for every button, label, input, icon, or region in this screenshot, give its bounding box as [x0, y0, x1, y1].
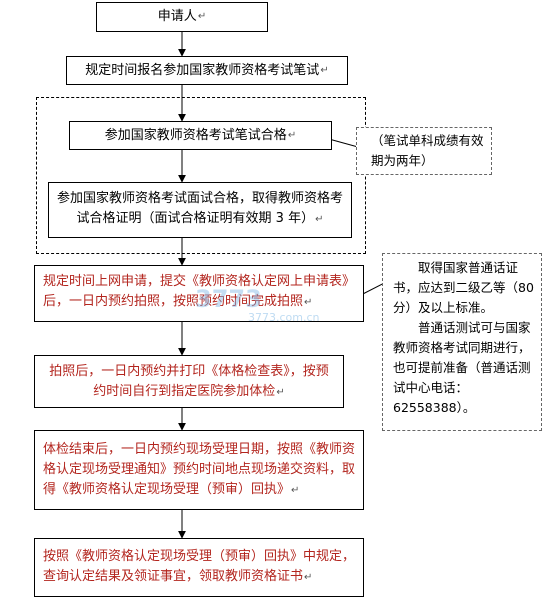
node-online-apply-text: 规定时间上网申请，提交《教师资格认定网上申请表》后，一日内预约拍照，按照预约时间…	[43, 274, 356, 309]
node-onsite-accept: 体检结束后，一日内预约现场受理日期，按照《教师资格认定现场受理通知》预约时间地点…	[34, 430, 364, 510]
exam-group-outline	[36, 97, 366, 254]
node-online-apply: 规定时间上网申请，提交《教师资格认定网上申请表》后，一日内预约拍照，按照预约时间…	[34, 265, 364, 322]
node-onsite-accept-text: 体检结束后，一日内预约现场受理日期，按照《教师资格认定现场受理通知》预约时间地点…	[43, 442, 356, 497]
node-register-text: 规定时间报名参加国家教师资格考试笔试	[85, 62, 320, 78]
node-health-check: 拍照后，一日内预约并打印《体格检查表》，按预约时间自行到指定医院参加体检↵	[34, 355, 344, 408]
watermark-url: 3773.com.cn	[248, 311, 320, 324]
node-certificate: 按照《教师资格认定现场受理（预审）回执》中规定，查询认定结果及领证事宜，领取教师…	[34, 538, 364, 597]
node-health-check-text: 拍照后，一日内预约并打印《体格检查表》，按预约时间自行到指定医院参加体检	[49, 364, 329, 399]
node-interview-pass: 参加国家教师资格考试面试合格，取得教师资格考试合格证明（面试合格证明有效期 3 …	[48, 182, 352, 238]
node-written-pass-text: 参加国家教师资格考试笔试合格	[104, 127, 287, 143]
note-written-validity-text: （笔试单科成绩有效期为两年）	[371, 133, 484, 168]
note-mandarin: 取得国家普通话证书，应达到二级乙等（80 分）及以上标准。 普通话测试可与国家教…	[382, 253, 542, 431]
note-written-validity: （笔试单科成绩有效期为两年）	[356, 127, 492, 175]
node-written-pass: 参加国家教师资格考试笔试合格↵	[69, 121, 332, 150]
node-interview-pass-text: 参加国家教师资格考试面试合格，取得教师资格考试合格证明（面试合格证明有效期 3 …	[57, 191, 344, 226]
node-applicant: 申请人↵	[96, 2, 268, 32]
note-mandarin-part1: 取得国家普通话证书，应达到二级乙等（80 分）及以上标准。	[393, 260, 534, 315]
node-certificate-text: 按照《教师资格认定现场受理（预审）回执》中规定，查询认定结果及领证事宜，领取教师…	[43, 549, 356, 584]
node-applicant-text: 申请人	[157, 9, 197, 24]
watermark-logo: 3773	[195, 285, 262, 313]
note-mandarin-part2: 普通话测试可与国家教师资格考试同期进行，也可提前准备（普通话测试中心电话：625…	[393, 320, 531, 415]
node-register: 规定时间报名参加国家教师资格考试笔试↵	[66, 56, 348, 85]
